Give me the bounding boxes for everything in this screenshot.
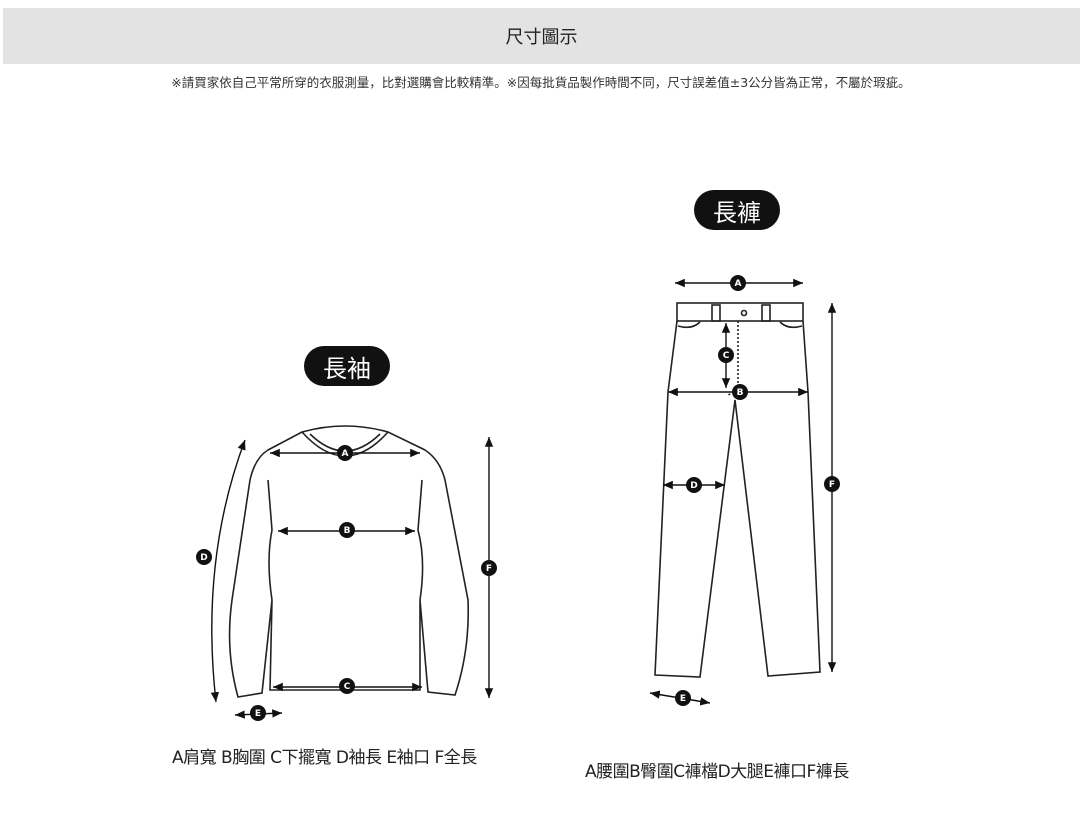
pants-marker-f <box>824 476 840 492</box>
marker-label: F <box>486 564 492 574</box>
shirt-marker-e <box>250 705 266 721</box>
shirt-marker-f <box>481 560 497 576</box>
pants-outline <box>654 302 821 678</box>
shirt-outline <box>228 425 470 698</box>
pants-caption: A腰圍B臀圍C褲檔D大腿E褲口F褲長 <box>585 762 849 782</box>
size-note: ※請買家依自己平常所穿的衣服測量，比對選購會比較精準。※因每批貨品製作時間不同，… <box>171 75 911 90</box>
page-header: 尺寸圖示 <box>3 8 1080 64</box>
marker-label: B <box>737 388 744 398</box>
marker-label: D <box>690 481 697 491</box>
marker-label: B <box>344 526 351 536</box>
shirt-marker-d <box>196 549 212 565</box>
pants-badge: 長褲 <box>694 190 780 230</box>
page-title: 尺寸圖示 <box>505 27 578 48</box>
marker-label: A <box>735 279 742 289</box>
marker-label: E <box>680 694 686 704</box>
shirt-badge: 長袖 <box>304 346 390 386</box>
marker-label: E <box>255 709 261 719</box>
pants-marker-e <box>675 690 691 706</box>
shirt-marker-b <box>339 522 355 538</box>
marker-label: C <box>723 351 730 361</box>
marker-label: C <box>344 682 351 692</box>
pants-marker-b <box>732 384 748 400</box>
pants-marker-d <box>686 477 702 493</box>
marker-label: D <box>200 553 207 563</box>
shirt-caption: A肩寬 B胸圍 C下擺寬 D袖長 E袖口 F全長 <box>172 748 477 768</box>
marker-label: A <box>342 449 349 459</box>
pants-marker-a <box>730 275 746 291</box>
marker-label: F <box>829 480 835 490</box>
pants-marker-c <box>718 347 734 363</box>
shirt-marker-c <box>339 678 355 694</box>
shirt-marker-a <box>337 445 353 461</box>
